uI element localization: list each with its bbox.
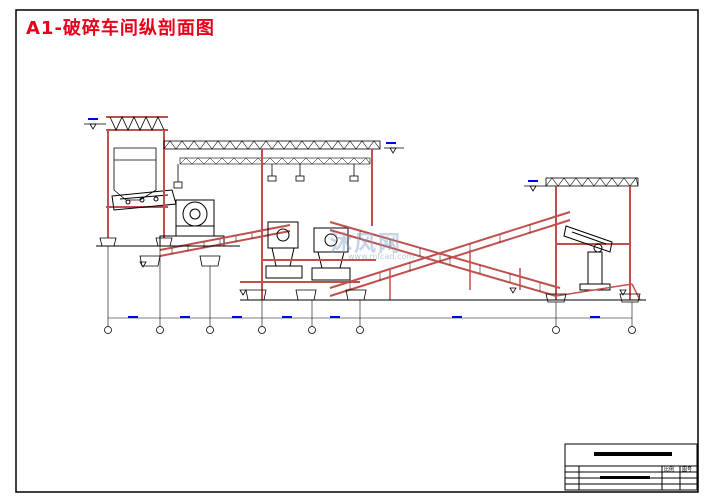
screen-building-truss [545,177,639,187]
incline-conveyor-return [329,221,561,297]
crusher-platform [240,259,376,283]
foundations [99,237,641,303]
gallery-columns [163,149,373,300]
title-block [564,443,698,491]
dimension-ticks [128,316,600,318]
watermark-url: www.mfcad.com [348,252,415,261]
cone-crusher-2 [311,227,351,281]
incline-rollers [349,225,541,291]
title-block-name-bar [594,452,672,456]
gallery-truss [163,140,381,165]
conveyor-1 [159,224,291,257]
elevation-markers [84,123,627,296]
screen-building-columns [555,186,631,300]
axis-bubbles [104,326,636,334]
drawing-title: A1-破碎车间纵剖面图 [26,18,215,39]
feed-roof-truss [109,116,165,131]
feed-building [106,116,168,238]
cone-crusher-1 [265,221,303,279]
watermark: 沐风网 [330,232,403,257]
outer-frame [15,9,699,493]
dimension-chain [107,246,633,330]
vibrating-screen [563,225,613,291]
jaw-crusher [159,199,225,247]
level-tags [88,118,538,182]
title-block-drawing-no: 图号 [682,467,692,473]
title-block-scale: 比例 [664,466,674,473]
conveyor-1-rollers [171,230,269,254]
hoists [173,164,359,189]
title-block-drawing-bar [600,476,650,479]
conveyor-supports [389,250,521,300]
right-conveyor [555,283,641,301]
